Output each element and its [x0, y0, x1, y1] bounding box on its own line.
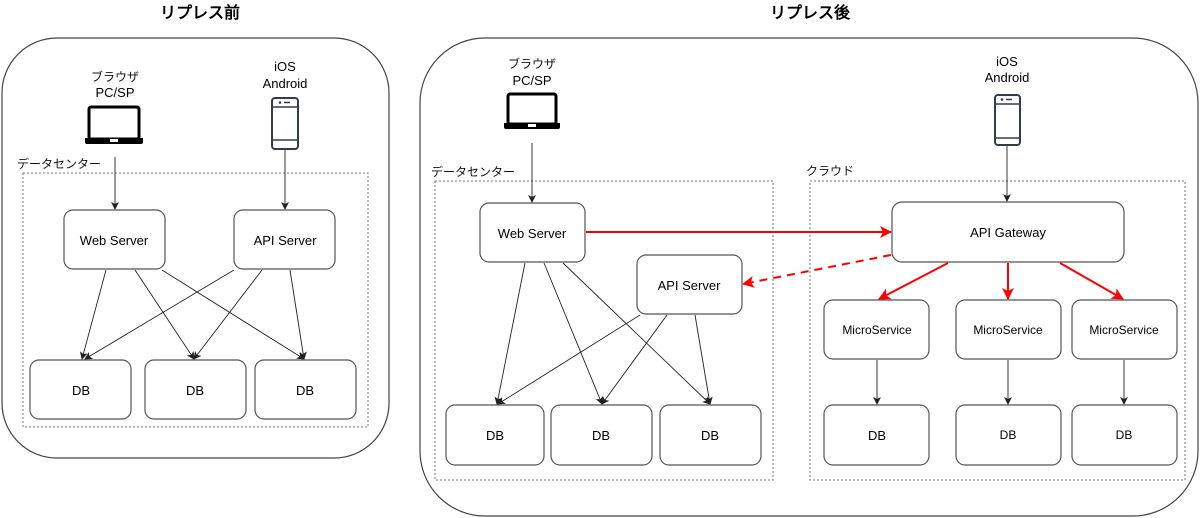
after-title: リプレス後 — [770, 3, 851, 22]
smartphone-icon — [994, 94, 1021, 146]
microservice-2-label: MicroService — [973, 323, 1043, 337]
before-system-boundary — [1, 37, 390, 459]
before-datacenter-zone — [22, 172, 369, 428]
after-api-server[interactable]: API Server — [636, 254, 743, 315]
after-browser-label-2: PC/SP — [512, 73, 551, 88]
before-db-3[interactable]: DB — [254, 359, 357, 420]
gateway-to-api-server-dashed-arrow — [742, 254, 892, 288]
api-gateway[interactable]: API Gateway — [891, 201, 1125, 263]
before-api-server[interactable]: API Server — [233, 209, 336, 270]
before-api-server-label: API Server — [254, 233, 318, 248]
cloud-label: クラウド — [806, 164, 854, 178]
after-datacenter-zone — [434, 180, 774, 481]
after-dc-db-2-label: DB — [592, 428, 610, 443]
microservice-3[interactable]: MicroService — [1071, 299, 1178, 360]
before-browser-label-2: PC/SP — [95, 85, 134, 100]
before-web-server-label: Web Server — [80, 233, 149, 248]
after-api-server-label: API Server — [658, 278, 722, 293]
after-datacenter-label: データセンター — [431, 164, 515, 179]
after-dc-db-2[interactable]: DB — [550, 404, 653, 466]
microservice-3-label: MicroService — [1089, 323, 1159, 337]
before-datacenter-label: データセンター — [17, 156, 101, 171]
before-db-2-label: DB — [186, 383, 204, 398]
after-dc-db-3-label: DB — [701, 428, 719, 443]
after-dc-db-3[interactable]: DB — [659, 404, 762, 466]
before-web-server[interactable]: Web Server — [63, 209, 166, 270]
before-db-arrows — [79, 269, 307, 360]
cloud-db-2[interactable]: DB — [955, 404, 1062, 466]
before-db-3-label: DB — [296, 383, 314, 398]
after-mobile-label-1: iOS — [996, 54, 1018, 69]
laptop-icon — [85, 105, 143, 144]
cloud-db-3[interactable]: DB — [1071, 404, 1178, 466]
laptop-icon — [504, 92, 560, 129]
before-browser-label-1: ブラウザ — [91, 69, 139, 84]
api-gateway-label: API Gateway — [970, 225, 1046, 240]
after-dc-db-1[interactable]: DB — [445, 404, 545, 466]
before-mobile-label-1: iOS — [274, 59, 296, 74]
cloud-db-2-label: DB — [1000, 428, 1017, 442]
before-title: リプレス前 — [160, 3, 240, 22]
after-web-server[interactable]: Web Server — [479, 202, 586, 263]
before-db-1-label: DB — [72, 383, 90, 398]
before-mobile-label-2: Android — [263, 76, 308, 91]
gateway-to-microservice-1-arrow — [878, 262, 949, 300]
microservice-1[interactable]: MicroService — [823, 299, 930, 360]
cloud-db-3-label: DB — [1116, 428, 1133, 442]
before-db-1[interactable]: DB — [29, 359, 132, 420]
after-mobile-label-2: Android — [985, 70, 1030, 85]
cloud-db-1[interactable]: DB — [823, 404, 930, 466]
after-dc-db-1-label: DB — [486, 428, 504, 443]
smartphone-icon — [271, 97, 299, 150]
after-web-server-label: Web Server — [498, 226, 567, 241]
microservice-1-label: MicroService — [842, 323, 912, 337]
after-dc-db-arrows — [494, 262, 713, 405]
cloud-zone — [809, 180, 1186, 481]
microservice-2[interactable]: MicroService — [955, 299, 1062, 360]
before-db-2[interactable]: DB — [144, 359, 247, 420]
cloud-db-1-label: DB — [868, 428, 886, 443]
after-system-boundary — [419, 37, 1199, 517]
gateway-to-microservice-3-arrow — [1059, 262, 1124, 300]
after-browser-label-1: ブラウザ — [508, 56, 556, 71]
